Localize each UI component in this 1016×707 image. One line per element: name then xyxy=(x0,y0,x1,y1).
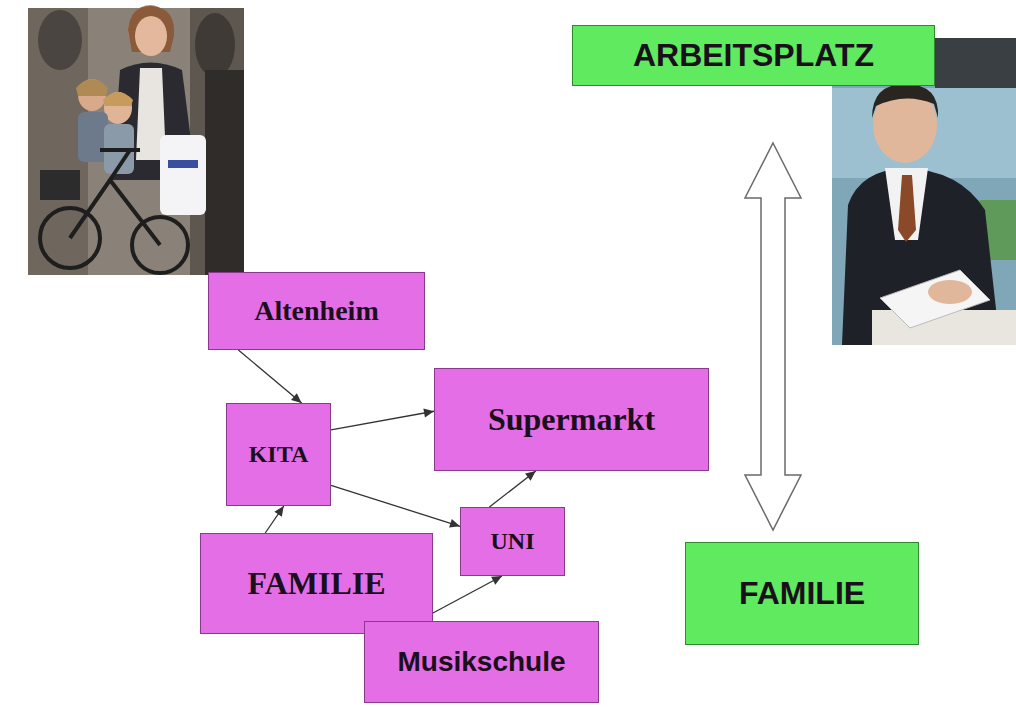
music-school-box: Musikschule xyxy=(364,621,599,703)
arrowhead xyxy=(274,506,283,517)
university-box: UNI xyxy=(460,507,565,576)
connector xyxy=(331,485,460,527)
connector xyxy=(418,576,502,621)
connector-line xyxy=(331,485,460,526)
supermarket-box: Supermarkt xyxy=(434,368,709,471)
connector xyxy=(331,409,434,430)
box-label: Musikschule xyxy=(397,646,565,678)
box-label: Altenheim xyxy=(254,295,378,327)
family-box: FAMILIE xyxy=(685,542,919,645)
arrowhead xyxy=(449,519,460,528)
arrowhead xyxy=(291,393,302,403)
box-label: UNI xyxy=(490,528,534,555)
box-label: ARBEITSPLATZ xyxy=(633,37,874,74)
connector xyxy=(238,350,301,403)
connector-line xyxy=(489,471,535,507)
connector xyxy=(265,506,284,533)
connector xyxy=(745,143,801,530)
arrowhead xyxy=(525,471,536,481)
connector-line xyxy=(265,506,284,533)
arrowhead xyxy=(423,409,434,418)
connector-line xyxy=(238,350,301,403)
mother-bicycle-photo xyxy=(28,5,244,275)
box-label: FAMILIE xyxy=(247,565,385,602)
arrowhead xyxy=(491,576,502,585)
box-label: KITA xyxy=(249,441,309,468)
connector xyxy=(489,471,535,507)
double-arrow xyxy=(745,143,801,530)
connector-line xyxy=(418,576,502,621)
businessman-photo xyxy=(832,38,1016,345)
family-box: FAMILIE xyxy=(200,533,433,634)
box-label: FAMILIE xyxy=(739,575,865,612)
workplace-box: ARBEITSPLATZ xyxy=(572,25,935,86)
connector-line xyxy=(331,411,434,430)
daycare-box: KITA xyxy=(226,403,331,506)
care-home-box: Altenheim xyxy=(208,272,425,350)
box-label: Supermarkt xyxy=(488,401,655,438)
